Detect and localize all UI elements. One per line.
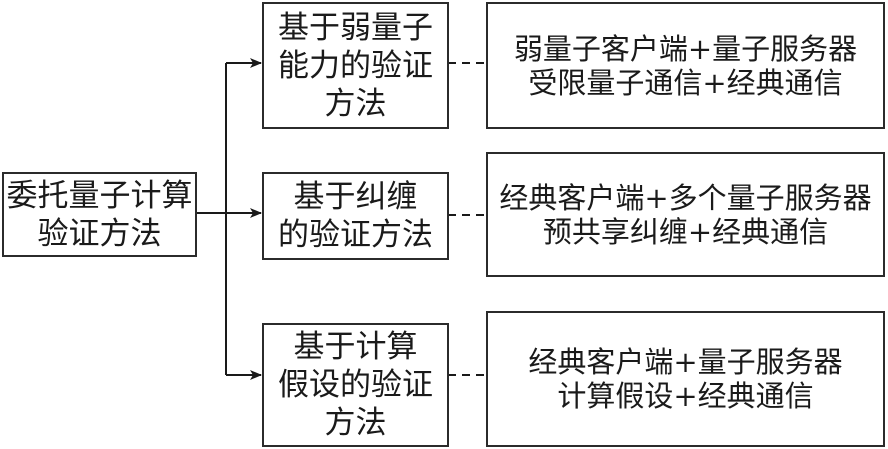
detail-3-line-2: 计算假设+经典通信 [557, 379, 814, 413]
method-box-entanglement: 基于纠缠 的验证方法 [262, 172, 449, 260]
method-2-line-2: 的验证方法 [278, 217, 433, 253]
method-3-line-1: 基于计算 [293, 329, 418, 365]
method-1-line-1: 基于弱量子 [278, 9, 433, 46]
method-1-line-2: 能力的验证 [278, 47, 433, 84]
detail-2-line-1: 经典客户端+多个量子服务器 [499, 180, 872, 215]
method-box-weak-quantum: 基于弱量子 能力的验证 方法 [262, 2, 449, 129]
root-line-2: 验证方法 [37, 215, 162, 252]
detail-1-line-2: 受限量子通信+经典通信 [528, 65, 843, 100]
detail-box-computational-assumption: 经典客户端+量子服务器 计算假设+经典通信 [486, 311, 885, 447]
detail-2-line-2: 预共享纠缠+经典通信 [542, 214, 829, 249]
root-line-1: 委托量子计算 [6, 177, 193, 214]
detail-box-weak-quantum: 弱量子客户端+量子服务器 受限量子通信+经典通信 [486, 2, 885, 129]
root-box: 委托量子计算 验证方法 [2, 172, 197, 257]
method-3-line-2: 假设的验证 [278, 367, 433, 403]
method-1-line-3: 方法 [324, 85, 387, 122]
detail-3-line-1: 经典客户端+量子服务器 [528, 345, 843, 379]
method-2-line-1: 基于纠缠 [293, 179, 418, 215]
detail-box-entanglement: 经典客户端+多个量子服务器 预共享纠缠+经典通信 [486, 152, 885, 277]
method-3-line-3: 方法 [324, 405, 387, 441]
detail-1-line-1: 弱量子客户端+量子服务器 [513, 31, 858, 66]
method-box-computational-assumption: 基于计算 假设的验证 方法 [262, 323, 449, 447]
